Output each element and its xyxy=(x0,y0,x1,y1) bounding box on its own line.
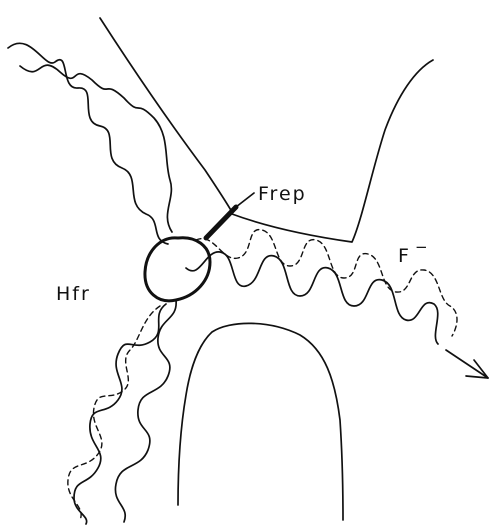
dna-strand-lower-solid-2 xyxy=(74,304,166,524)
dna-strand-lower-solid xyxy=(115,300,176,522)
dna-strand-upper-solid xyxy=(8,43,168,244)
dna-strand-upper-solid-2 xyxy=(20,65,172,232)
label-f-minus: F xyxy=(398,245,411,267)
label-frep: Frep xyxy=(258,183,307,205)
transfer-direction-arrow xyxy=(446,350,488,378)
dna-strand-lower-dashed xyxy=(68,306,160,520)
label-f-minus-superscript: − xyxy=(415,238,430,256)
hfr-cell-lower-boundary xyxy=(178,323,343,520)
frep-leader xyxy=(236,193,254,207)
f-minus-cell-boundary xyxy=(232,60,433,242)
label-hfr: Hfr xyxy=(56,283,91,305)
rolling-circle-ring xyxy=(145,238,210,301)
frep-bar xyxy=(206,207,236,238)
hfr-cell-upper-boundary xyxy=(100,18,232,212)
